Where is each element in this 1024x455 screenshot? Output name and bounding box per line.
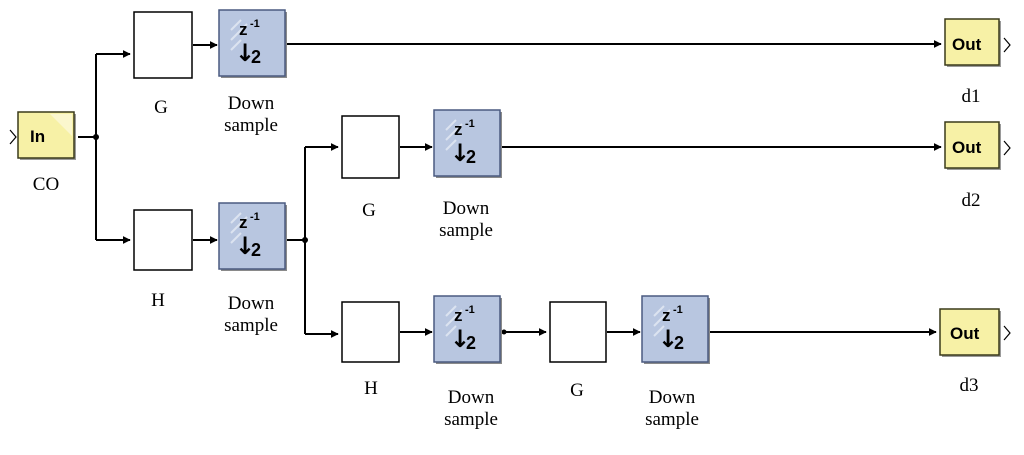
filter-block-h1[interactable] bbox=[133, 209, 193, 271]
in-port-block[interactable]: In bbox=[9, 111, 76, 160]
junction-dot-2 bbox=[302, 237, 308, 243]
downsample-caption-line1: Down bbox=[227, 93, 275, 114]
in-port-chevron-icon bbox=[9, 129, 17, 145]
downsample-block-4[interactable]: z-1 ↓2 bbox=[433, 295, 502, 364]
filter-block-h2[interactable] bbox=[341, 301, 400, 363]
downsample-caption-line2: sample bbox=[224, 315, 278, 336]
downsample-caption-line1: Down bbox=[227, 293, 275, 314]
downsample-arrow-icon: ↓ bbox=[658, 325, 678, 353]
out-port-caption-d1: d1 bbox=[961, 86, 981, 107]
downsample-caption-5: Down sample bbox=[645, 387, 699, 431]
downsample-caption-2: Down sample bbox=[224, 293, 278, 337]
out-port-block-d2[interactable]: Out bbox=[944, 121, 1011, 170]
filter-caption-h2: H bbox=[364, 378, 378, 399]
out-port-chevron-icon bbox=[1003, 325, 1011, 341]
out-port-chevron-icon bbox=[1003, 37, 1011, 53]
downsample-block-1[interactable]: z-1 ↓2 bbox=[218, 9, 287, 78]
downsample-caption-3: Down sample bbox=[439, 198, 493, 242]
downsample-texture bbox=[445, 305, 463, 337]
downsample-symbol-z: z bbox=[454, 306, 463, 325]
out-port-caption-d2: d2 bbox=[961, 190, 981, 211]
in-port-caption: CO bbox=[32, 174, 60, 195]
filter-block-g1[interactable] bbox=[133, 11, 193, 79]
downsample-symbol-exponent: -1 bbox=[250, 18, 260, 30]
downsample-symbol-z: z bbox=[239, 20, 248, 39]
downsample-symbol-z: z bbox=[454, 120, 463, 139]
downsample-symbol-exponent: -1 bbox=[673, 304, 683, 316]
downsample-symbol-factor: 2 bbox=[251, 240, 261, 260]
downsample-symbol-factor: 2 bbox=[466, 333, 476, 353]
filter-block-g2[interactable] bbox=[341, 115, 400, 179]
downsample-arrow-icon: ↓ bbox=[235, 39, 255, 67]
downsample-symbol-exponent: -1 bbox=[465, 304, 475, 316]
downsample-texture bbox=[445, 119, 463, 151]
downsample-caption-line2: sample bbox=[224, 115, 278, 136]
junction-dot-1 bbox=[93, 134, 99, 140]
out-port-caption-d3: d3 bbox=[959, 375, 979, 396]
filter-caption-g3: G bbox=[570, 380, 584, 401]
downsample-caption-line2: sample bbox=[439, 220, 493, 241]
downsample-block-3[interactable]: z-1 ↓2 bbox=[433, 109, 502, 178]
downsample-arrow-icon: ↓ bbox=[450, 325, 470, 353]
out-port-block-d3[interactable]: Out bbox=[939, 308, 1011, 357]
out-port-block-d1[interactable]: Out bbox=[944, 18, 1011, 67]
downsample-caption-line1: Down bbox=[447, 387, 495, 408]
downsample-symbol-factor: 2 bbox=[674, 333, 684, 353]
downsample-texture bbox=[230, 19, 248, 51]
filter-block-g3[interactable] bbox=[549, 301, 607, 363]
downsample-caption-4: Down sample bbox=[444, 387, 498, 431]
downsample-caption-line1: Down bbox=[442, 198, 490, 219]
downsample-block-5[interactable]: z-1 ↓2 bbox=[641, 295, 710, 364]
downsample-caption-line2: sample bbox=[444, 409, 498, 430]
junction-dot-3 bbox=[501, 329, 507, 335]
filter-caption-g1: G bbox=[154, 97, 168, 118]
downsample-arrow-icon: ↓ bbox=[450, 139, 470, 167]
out-port-chevron-icon bbox=[1003, 140, 1011, 156]
downsample-symbol-z: z bbox=[239, 213, 248, 232]
downsample-caption-1: Down sample bbox=[224, 93, 278, 137]
wires bbox=[78, 40, 942, 338]
in-port-label: In bbox=[30, 127, 45, 146]
out-port-label-d3: Out bbox=[950, 324, 980, 343]
downsample-symbol-factor: 2 bbox=[466, 147, 476, 167]
downsample-texture bbox=[653, 305, 671, 337]
downsample-caption-line1: Down bbox=[648, 387, 696, 408]
downsample-symbol-factor: 2 bbox=[251, 47, 261, 67]
downsample-symbol-z: z bbox=[662, 306, 671, 325]
downsample-block-2[interactable]: z-1 ↓2 bbox=[218, 202, 287, 271]
downsample-caption-line2: sample bbox=[645, 409, 699, 430]
filter-caption-h1: H bbox=[151, 290, 165, 311]
filter-caption-g2: G bbox=[362, 200, 376, 221]
out-port-label-d1: Out bbox=[952, 35, 982, 54]
downsample-symbol-exponent: -1 bbox=[250, 211, 260, 223]
downsample-arrow-icon: ↓ bbox=[235, 232, 255, 260]
downsample-symbol-exponent: -1 bbox=[465, 118, 475, 130]
downsample-texture bbox=[230, 212, 248, 244]
out-port-label-d2: Out bbox=[952, 138, 982, 157]
